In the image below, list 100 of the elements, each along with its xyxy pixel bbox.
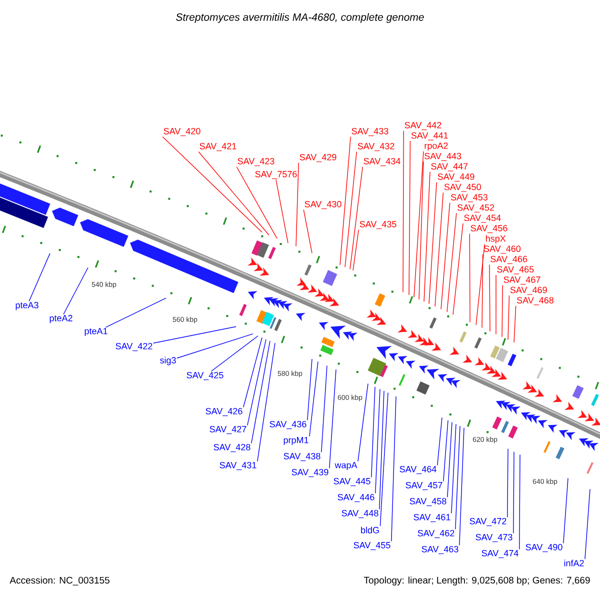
gene-label: SAV_490 (526, 544, 562, 552)
leader-line (198, 151, 270, 236)
gene-label: SAV_423 (238, 158, 274, 166)
gene-label: SAV_473 (476, 534, 512, 542)
gene-label: SAV_453 (450, 194, 488, 202)
leader-line (513, 451, 514, 534)
gene-label: SAV_422 (116, 342, 152, 352)
leader-line (459, 428, 464, 546)
leader-line (440, 202, 450, 310)
leader-line (307, 358, 312, 421)
gene-label: SAV_432 (358, 142, 394, 152)
footer-text: Topology: linear; Length: 9,025,608 bp; Genes: 7,669 (364, 576, 590, 586)
leader-line (296, 162, 299, 247)
gene-label: SAV_433 (352, 128, 388, 136)
gene-label: hspX (486, 235, 506, 244)
gene-label: SAV_461 (414, 514, 450, 522)
leader-line (210, 336, 258, 372)
gene-label: sig3 (160, 356, 176, 366)
gene-label: pteA2 (50, 314, 72, 324)
leader-line (162, 136, 262, 233)
gene-label: SAV_442 (404, 122, 442, 130)
gene-label: SAV_465 (497, 266, 534, 274)
gene-label: SAV_460 (484, 246, 521, 254)
leader-line (379, 390, 384, 510)
gene-label: SAV_435 (360, 220, 396, 230)
leader-line (176, 333, 254, 358)
leader-line (105, 298, 166, 328)
gene-label: prpM1 (284, 436, 308, 446)
gene-label: SAV_457 (406, 482, 442, 490)
leader-line (391, 396, 396, 542)
gene-label: SAV_452 (458, 204, 494, 212)
gene-label: wapA (334, 462, 358, 470)
gene-label: SAV_421 (200, 142, 236, 152)
leader-line (476, 244, 485, 326)
title: Streptomyces avermitilis MA-4680, complete genome (176, 13, 424, 23)
leader-line (563, 478, 568, 544)
leader-line (247, 338, 266, 426)
leader-line (455, 426, 460, 530)
gene-label: SAV_429 (300, 154, 336, 162)
gene-label: SAV_468 (516, 297, 554, 306)
gene-label: SAV_426 (206, 408, 242, 416)
leader-line (153, 326, 236, 344)
leader-line (352, 229, 359, 271)
gene-label: SAV_431 (220, 462, 256, 470)
leader-line (243, 337, 262, 408)
leader-line (507, 448, 508, 518)
gene-label: SAV_438 (284, 452, 320, 462)
gene-label: SAV_425 (186, 372, 224, 380)
gene-label: SAV_448 (342, 510, 378, 518)
leader-line (321, 365, 328, 453)
leader-line (236, 166, 278, 239)
leader-line (469, 233, 470, 323)
gene-label: infA2 (564, 560, 584, 566)
gene-label: pteA1 (84, 328, 108, 336)
leader-line (451, 424, 456, 514)
gene-label: SAV_430 (304, 200, 342, 210)
leader-line (251, 340, 270, 444)
leader-line (514, 305, 516, 343)
leader-line (257, 342, 276, 462)
gene-label: pteA3 (16, 302, 38, 310)
gene-label: bldG (361, 526, 379, 534)
leader-line (63, 267, 88, 315)
leader-line (437, 417, 442, 466)
leader-line (452, 223, 464, 315)
leader-line (424, 172, 430, 302)
leader-line (358, 383, 368, 462)
leader-line (276, 179, 288, 244)
gene-label: SAV_427 (210, 426, 246, 434)
gene-label: SAV_455 (354, 542, 390, 550)
gene-label: SAV_454 (464, 214, 501, 223)
leader-line (329, 369, 336, 469)
gene-label: SAV_458 (410, 498, 446, 506)
leader-line (447, 422, 452, 498)
gene-label: SAV_456 (470, 224, 508, 234)
gene-label: SAV_7576 (255, 170, 297, 180)
leader-line (434, 192, 444, 307)
leader-line (344, 151, 357, 268)
leader-line (408, 140, 411, 296)
gene-label: SAV_436 (270, 420, 306, 430)
gene-label: SAV_446 (338, 494, 374, 502)
gene-label: SAV_445 (334, 478, 370, 486)
leader-line (309, 361, 318, 437)
gene-label: SAV_441 (411, 132, 448, 140)
gene-label: SAV_462 (418, 530, 454, 538)
gene-label: rpoA2 (424, 142, 448, 151)
footer-text: Accession: NC_003155 (10, 576, 110, 586)
gene-label: SAV_466 (490, 256, 528, 264)
gene-label: SAV_428 (214, 444, 250, 452)
leader-line (414, 151, 424, 298)
gene-label: SAV_439 (292, 468, 328, 478)
gene-label: SAV_463 (422, 546, 458, 554)
gene-label: SAV_443 (424, 152, 462, 161)
gene-label: SAV_464 (400, 466, 436, 474)
gene-label: SAV_474 (482, 550, 518, 558)
gene-label: SAV_472 (470, 518, 506, 526)
leader-line (428, 182, 437, 304)
leader-line (402, 130, 404, 293)
gene-label: SAV_420 (164, 128, 200, 136)
leader-line (375, 388, 380, 494)
gene-label: SAV_447 (431, 163, 468, 172)
